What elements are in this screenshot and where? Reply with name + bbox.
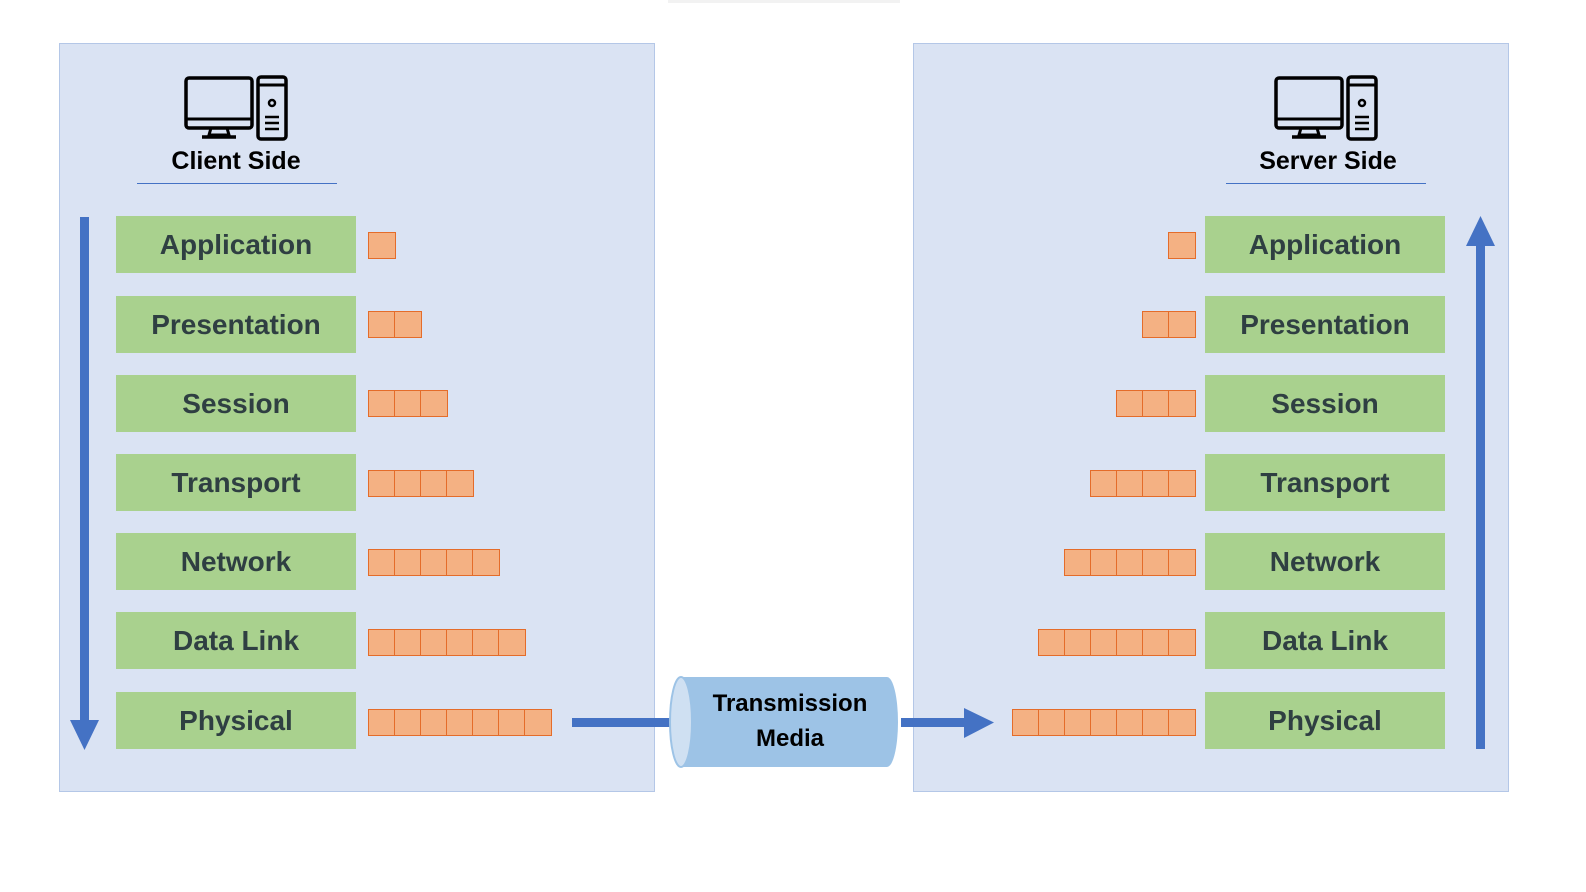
packet-block [1116,709,1144,736]
client-layer-application: Application [116,216,356,273]
packet-block [1168,629,1196,656]
client-packet-physical [368,709,552,736]
packet-block [446,709,474,736]
client-layer-session: Session [116,375,356,432]
server-packet-network [1064,549,1196,576]
packet-block [420,470,448,497]
packet-block [394,709,422,736]
client-computer-icon [184,75,288,141]
media-label-line-1: Transmission [712,690,868,717]
packet-block [368,311,396,338]
packet-block [394,549,422,576]
client-layer-physical: Physical [116,692,356,749]
client-packet-session [368,390,448,417]
packet-block [1116,470,1144,497]
server-layer-physical: Physical [1205,692,1445,749]
client-layer-network: Network [116,533,356,590]
packet-block [1142,470,1170,497]
packet-block [1038,629,1066,656]
packet-block [472,629,500,656]
packet-block [394,390,422,417]
packet-block [1090,470,1118,497]
packet-block [446,549,474,576]
packet-block [368,549,396,576]
server-layer-session: Session [1205,375,1445,432]
server-title-underline [1226,183,1426,184]
server-layer-application: Application [1205,216,1445,273]
packet-block [1116,390,1144,417]
packet-block [420,709,448,736]
packet-block [1012,709,1040,736]
client-layer-transport: Transport [116,454,356,511]
client-packet-transport [368,470,474,497]
transmission-media-label: Transmission Media [684,686,896,756]
client-layer-data-link: Data Link [116,612,356,669]
server-computer-icon [1274,75,1378,141]
packet-block [394,629,422,656]
server-packet-transport [1090,470,1196,497]
packet-block [368,470,396,497]
packet-block [1142,311,1170,338]
server-layer-transport: Transport [1205,454,1445,511]
client-side-title: Client Side [171,147,301,175]
packet-block [368,709,396,736]
client-title-underline [137,183,337,184]
packet-block [472,709,500,736]
packet-block [420,629,448,656]
packet-block [368,629,396,656]
packet-block [1142,549,1170,576]
client-packet-network [368,549,500,576]
packet-block [1038,709,1066,736]
client-packet-application [368,232,396,259]
packet-block [1090,629,1118,656]
packet-block [368,390,396,417]
server-side-title: Server Side [1259,147,1397,175]
packet-block [1116,629,1144,656]
packet-block [1064,709,1092,736]
packet-block [420,390,448,417]
client-packet-data-link [368,629,526,656]
packet-block [1090,549,1118,576]
packet-block [524,709,552,736]
server-packet-presentation [1142,311,1196,338]
packet-block [1142,629,1170,656]
packet-block [498,709,526,736]
server-packet-session [1116,390,1196,417]
packet-block [368,232,396,259]
server-layer-presentation: Presentation [1205,296,1445,353]
media-label-line-2: Media [755,725,824,752]
packet-block [1064,629,1092,656]
packet-block [498,629,526,656]
packet-block [420,549,448,576]
packet-block [1142,709,1170,736]
packet-block [1142,390,1170,417]
top-edge-fragment [668,0,900,3]
packet-block [394,311,422,338]
server-packet-data-link [1038,629,1196,656]
packet-block [1168,390,1196,417]
packet-block [1168,549,1196,576]
packet-block [446,470,474,497]
packet-block [1168,232,1196,259]
packet-block [446,629,474,656]
server-layer-data-link: Data Link [1205,612,1445,669]
packet-block [394,470,422,497]
packet-block [1064,549,1092,576]
server-packet-physical [1012,709,1196,736]
packet-block [1168,709,1196,736]
packet-block [1168,470,1196,497]
packet-block [1168,311,1196,338]
server-packet-application [1168,232,1196,259]
client-layer-presentation: Presentation [116,296,356,353]
client-packet-presentation [368,311,422,338]
packet-block [472,549,500,576]
packet-block [1090,709,1118,736]
packet-block [1116,549,1144,576]
server-layer-network: Network [1205,533,1445,590]
